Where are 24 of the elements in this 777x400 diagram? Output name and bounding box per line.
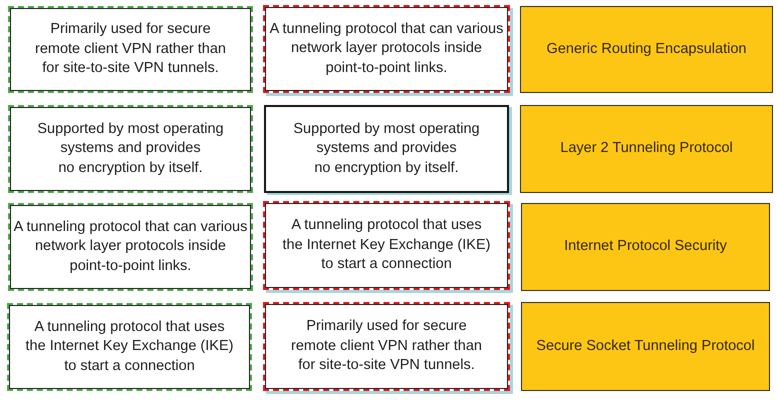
description-text: A tunneling protocol that uses the Internet Key Exchange (IKE) to start a connection [26, 318, 234, 376]
description-card [263, 201, 510, 290]
description-card [263, 5, 510, 93]
protocol-name: Secure Socket Tunneling Protocol [536, 336, 755, 356]
description-text: Supported by most operating systems and provides no encryption by itself. [37, 120, 224, 178]
description-text: A tunneling protocol that can various network layer protocols inside point-to-point links. [270, 20, 504, 78]
protocol-tile [520, 105, 773, 193]
description-card [8, 203, 253, 291]
description-text: Primarily used for secure remote client VPN rather than for site-to-site VPN tunnels. [34, 20, 226, 78]
description-card [7, 303, 252, 391]
protocol-name: Internet Protocol Security [564, 237, 727, 256]
protocol-tile [521, 302, 770, 391]
protocol-tile [521, 203, 770, 291]
protocol-tile [520, 6, 773, 93]
description-text: Primarily used for secure remote client VPN rather than for site-to-site VPN tunnels. [290, 317, 482, 376]
description-card [264, 105, 509, 193]
description-card [8, 105, 253, 193]
description-card [8, 6, 253, 93]
description-text: A tunneling protocol that uses the Internet Key Exchange (IKE) to start a connection [282, 216, 490, 274]
description-text: Supported by most operating systems and provides no encryption by itself. [293, 120, 480, 178]
description-text: A tunneling protocol that can various network layer protocols inside point-to-point links. [14, 218, 248, 276]
protocol-name: Layer 2 Tunneling Protocol [560, 139, 733, 158]
protocol-name: Generic Routing Encapsulation [546, 40, 746, 59]
description-card [263, 302, 510, 391]
